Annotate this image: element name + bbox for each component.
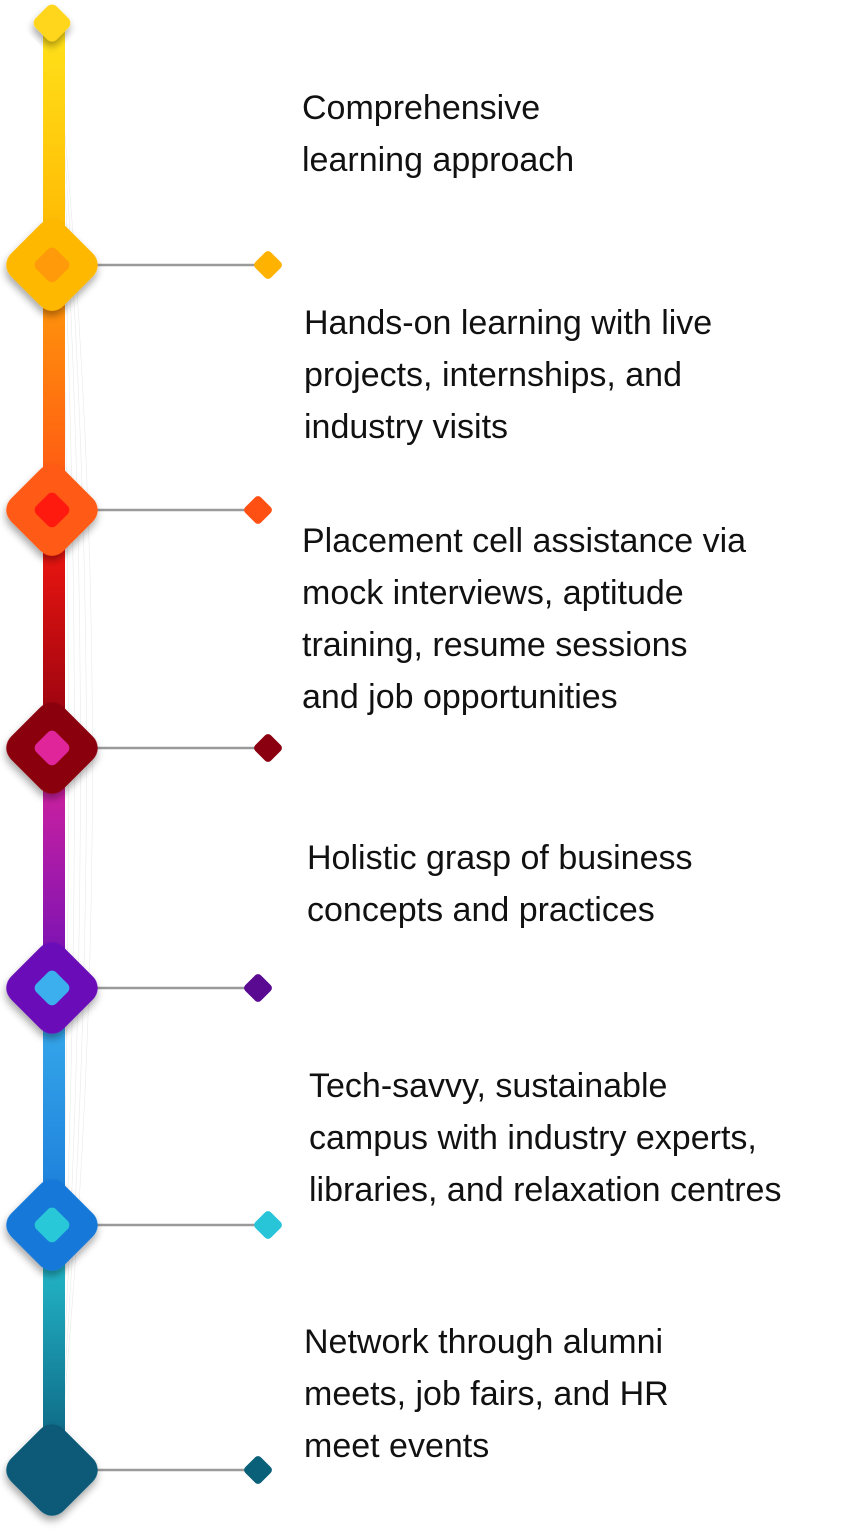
connector-lines bbox=[95, 263, 262, 1472]
node-6 bbox=[6, 1424, 98, 1516]
item-2-text: Hands-on learning with live projects, in… bbox=[304, 304, 713, 446]
node-4 bbox=[6, 942, 98, 1034]
node-1 bbox=[6, 219, 98, 311]
node-3 bbox=[6, 702, 98, 794]
end-diamond-3 bbox=[254, 734, 282, 762]
item-4-text: Holistic grasp of business concepts and … bbox=[307, 839, 693, 929]
item-3-text: Placement cell assistance via mock inter… bbox=[302, 522, 747, 716]
end-diamond-2 bbox=[244, 496, 272, 524]
segment-3 bbox=[43, 505, 65, 753]
node-5 bbox=[6, 1179, 98, 1271]
segment-1 bbox=[43, 25, 65, 270]
end-diamond-1 bbox=[254, 251, 282, 279]
segment-2 bbox=[43, 260, 65, 515]
segment-4 bbox=[43, 743, 65, 993]
end-diamond-5 bbox=[254, 1211, 282, 1239]
item-5-text: Tech-savvy, sustainable campus with indu… bbox=[309, 1067, 782, 1209]
end-diamond-4 bbox=[244, 974, 272, 1002]
segment-6 bbox=[43, 1221, 65, 1476]
end-diamond-6 bbox=[244, 1456, 272, 1484]
item-6-text: Network through alumni meets, job fairs,… bbox=[304, 1323, 669, 1465]
top-diamond bbox=[33, 4, 71, 42]
node-2 bbox=[6, 464, 98, 556]
segment-5 bbox=[43, 983, 65, 1231]
item-1-text: Comprehensive learning approach bbox=[302, 89, 575, 179]
